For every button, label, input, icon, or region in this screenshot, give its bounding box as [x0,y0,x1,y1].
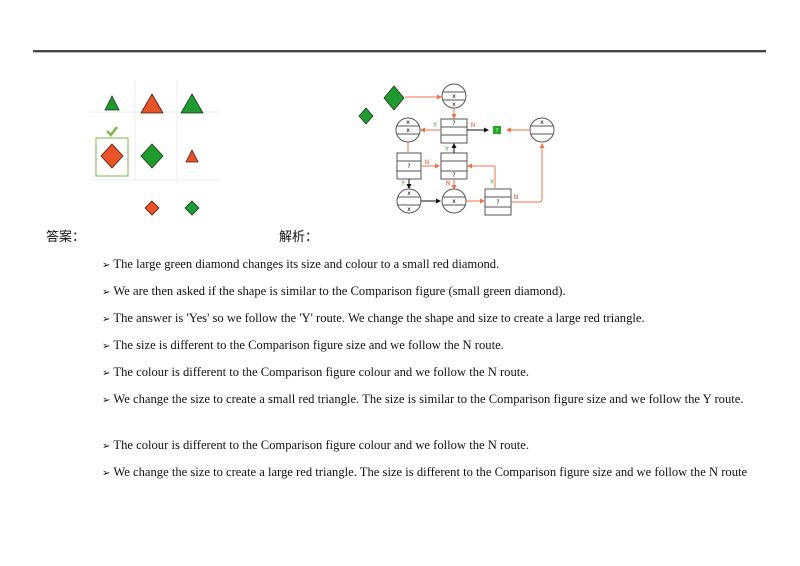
small-green-diamond-icon [184,200,200,216]
step-3: ➢The answer is 'Yes' so we follow the 'Y… [102,311,645,325]
decision-node-size: ? [396,152,422,180]
checkmark-icon [106,126,118,137]
svg-text:x: x [407,190,411,197]
svg-text:Y: Y [444,146,449,153]
svg-text:N: N [514,194,519,201]
decision-node-colour: ? [440,152,468,180]
large-red-triangle-icon [140,93,164,114]
svg-text:x: x [540,119,544,126]
small-red-triangle-icon [185,149,199,163]
large-green-diamond-icon [140,143,164,169]
small-red-diamond-icon [144,200,160,216]
change-node-right: x [529,117,555,143]
svg-text:?: ? [496,128,499,134]
decision-node-shape: ? [440,118,468,144]
large-red-diamond-icon [100,143,124,169]
svg-text:Y: Y [432,122,437,129]
bullet-arrow-icon: ➢ [102,287,111,298]
analysis-label: 解析： [279,229,319,244]
flowchart-diagram: xx ? Y N ? xx x ? N Y ? Y N Y [358,83,555,216]
svg-text:N: N [425,159,430,166]
selected-answer-frame [95,137,129,177]
bullet-arrow-icon: ➢ [102,341,111,352]
small-green-triangle-icon [104,95,120,111]
step-1: ➢The large green diamond changes its siz… [102,257,500,271]
bullet-arrow-icon: ➢ [102,441,111,452]
bullet-arrow-icon: ➢ [102,368,111,379]
svg-text:N: N [471,122,476,129]
svg-text:x: x [452,198,456,205]
step-4: ➢The size is different to the Comparison… [102,338,504,352]
start-figure-icon [383,85,405,111]
bullet-arrow-icon: ➢ [102,395,111,406]
answer-label: 答案： [46,229,86,244]
decision-node-bottom: ? [484,188,512,216]
step-5: ➢The colour is different to the Comparis… [102,365,529,379]
svg-text:x: x [406,127,410,134]
svg-text:N: N [446,180,451,187]
step-6: ➢We change the size to create a small re… [102,392,744,406]
svg-text:?: ? [452,172,455,179]
large-green-triangle-icon [180,93,204,114]
answer-box [493,126,501,134]
svg-text:Y: Y [489,179,494,186]
step-2: ➢We are then asked if the shape is simil… [102,284,566,298]
svg-text:?: ? [407,163,410,170]
svg-text:x: x [407,206,411,213]
svg-text:x: x [452,101,456,108]
change-node-bottom-center: x [441,188,467,214]
step-8: ➢We change the size to create a large re… [102,465,748,479]
comparison-figure-icon [358,107,374,125]
change-node-bottom-left: xx [396,188,422,214]
change-node-left: xx [395,117,421,143]
answer-figure-grid [90,80,220,216]
svg-text:x: x [406,119,410,126]
bullet-arrow-icon: ➢ [102,468,111,479]
svg-text:x: x [452,93,456,100]
bullet-arrow-icon: ➢ [102,260,111,271]
change-node-top: xx [441,83,467,109]
header-rule [33,50,766,53]
svg-text:?: ? [452,120,455,127]
bullet-arrow-icon: ➢ [102,314,111,325]
step-7: ➢The colour is different to the Comparis… [102,438,529,452]
svg-text:?: ? [496,199,499,206]
svg-text:Y: Y [400,180,405,187]
